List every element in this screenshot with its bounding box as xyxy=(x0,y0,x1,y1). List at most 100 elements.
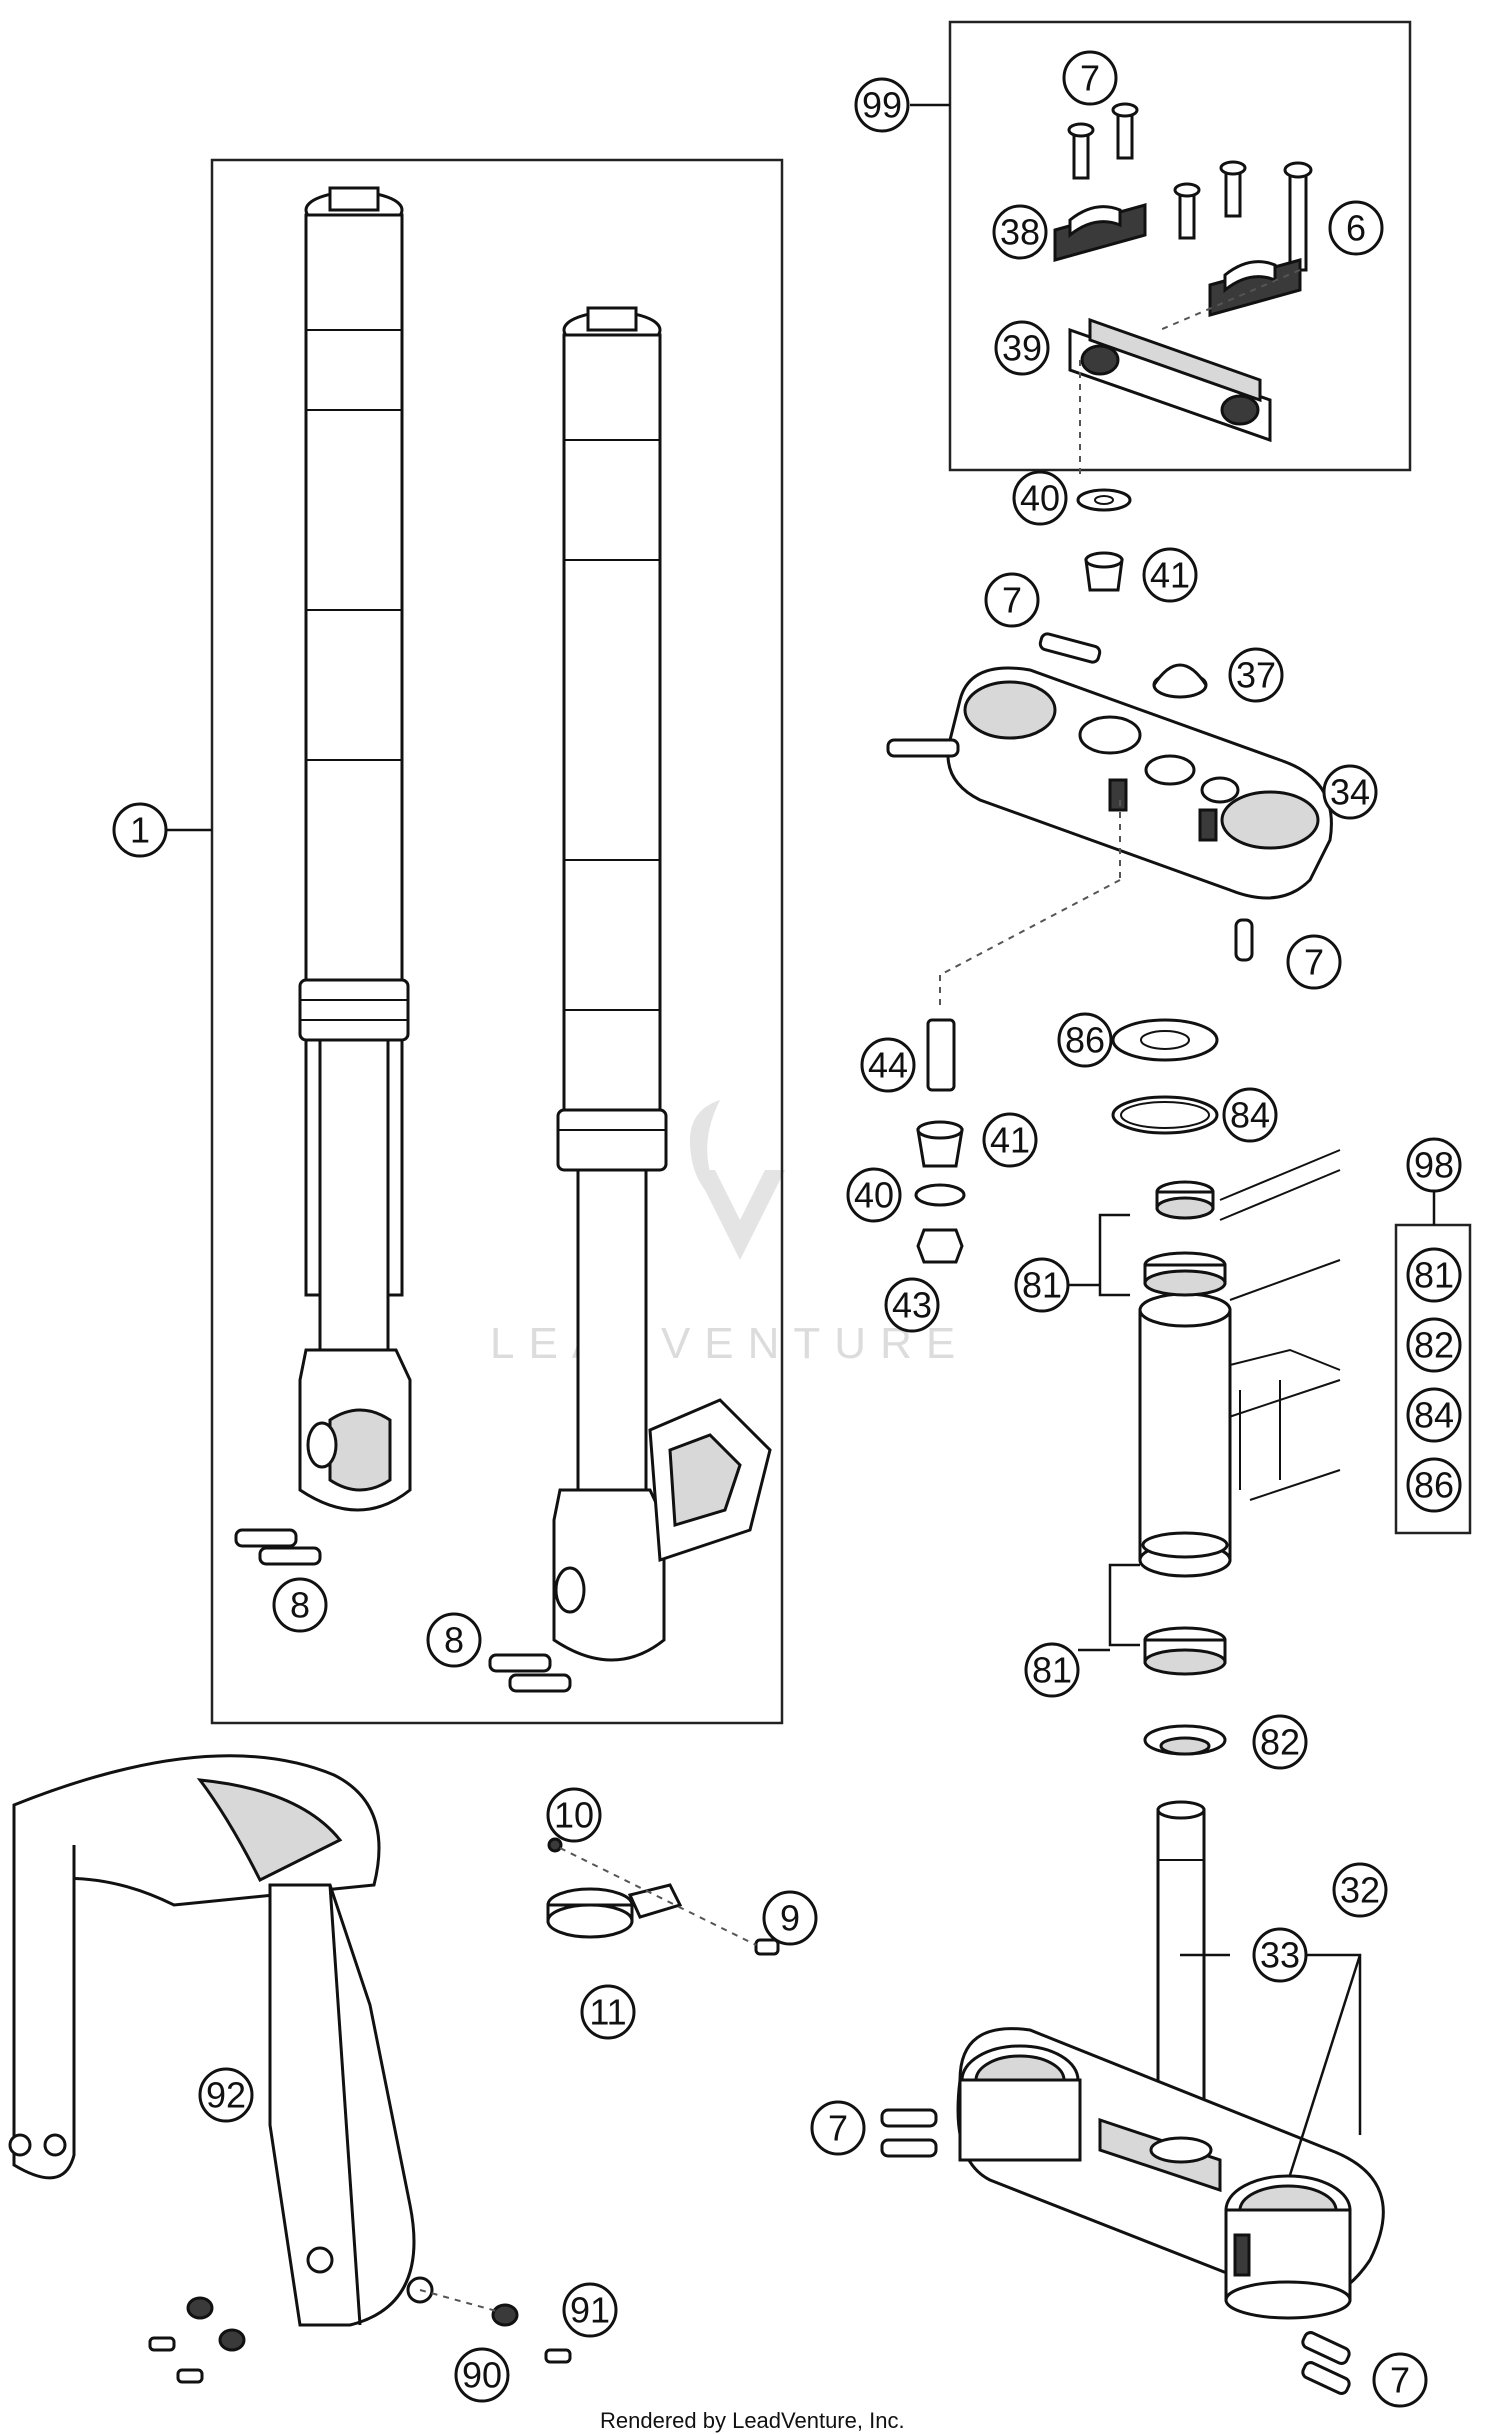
svg-text:81: 81 xyxy=(1032,1650,1072,1691)
clamp-bolt-7-upper xyxy=(1038,632,1102,664)
svg-text:7: 7 xyxy=(1080,58,1100,99)
callout-38: 38 xyxy=(992,204,1048,260)
watermark-text: LEADVENTURE xyxy=(490,1319,969,1368)
callout-6: 6 xyxy=(1328,200,1384,256)
cap-37 xyxy=(1152,663,1208,699)
callout-86a: 86 xyxy=(1057,1012,1113,1068)
clamp-bolts-7 xyxy=(1067,102,1247,240)
nut-43 xyxy=(916,1228,964,1264)
bolts-8-left xyxy=(234,1528,322,1566)
svg-text:41: 41 xyxy=(1150,555,1190,596)
callout-99: 99 xyxy=(854,77,910,133)
svg-text:41: 41 xyxy=(990,1120,1030,1161)
svg-text:91: 91 xyxy=(570,2290,610,2331)
svg-text:99: 99 xyxy=(862,85,902,126)
callout-32: 32 xyxy=(1332,1862,1388,1918)
o-ring-84 xyxy=(1111,1095,1219,1135)
svg-text:9: 9 xyxy=(780,1898,800,1939)
callout-90: 90 xyxy=(454,2347,510,2403)
clamp-top-right xyxy=(1208,258,1302,317)
nut-10 xyxy=(547,1837,563,1853)
svg-text:82: 82 xyxy=(1260,1722,1300,1763)
svg-text:32: 32 xyxy=(1340,1870,1380,1911)
svg-text:6: 6 xyxy=(1346,208,1366,249)
callout-7e: 7 xyxy=(1372,2352,1428,2408)
callout-43: 43 xyxy=(884,1277,940,1333)
callout-86b: 86 xyxy=(1406,1457,1462,1513)
handlebar-clamp-kit-frame xyxy=(948,20,1412,472)
callout-11: 11 xyxy=(580,1984,636,2040)
svg-text:39: 39 xyxy=(1002,328,1042,369)
svg-text:82: 82 xyxy=(1414,1325,1454,1366)
bolts-7-lower-clamp-left xyxy=(880,2108,938,2158)
bolts-8-right xyxy=(488,1653,572,1693)
svg-text:86: 86 xyxy=(1414,1465,1454,1506)
lower-triple-clamp-32 xyxy=(956,2027,1385,2320)
svg-text:7: 7 xyxy=(1390,2360,1410,2401)
svg-text:7: 7 xyxy=(1002,580,1022,621)
callout-8a: 8 xyxy=(272,1577,328,1633)
callout-7c: 7 xyxy=(1286,934,1342,990)
dust-seal-86 xyxy=(1111,1018,1219,1062)
svg-text:90: 90 xyxy=(462,2355,502,2396)
washer-40-upper xyxy=(1076,488,1132,512)
callout-10: 10 xyxy=(546,1787,602,1843)
bearing-81-lower xyxy=(1141,1531,1229,1676)
callout-8b: 8 xyxy=(426,1612,482,1668)
watermark: LEADVENTURE xyxy=(490,1100,969,1368)
svg-text:33: 33 xyxy=(1260,1935,1300,1976)
callout-98: 98 xyxy=(1406,1137,1462,1193)
svg-text:44: 44 xyxy=(868,1045,908,1086)
callout-41b: 41 xyxy=(982,1112,1038,1168)
svg-text:38: 38 xyxy=(1000,212,1040,253)
clamp-base-39 xyxy=(1068,317,1272,443)
fork-assembly-frame xyxy=(210,158,784,1725)
callout-82a: 82 xyxy=(1406,1317,1462,1373)
callout-33: 33 xyxy=(1252,1927,1308,1983)
brake-line-clamp-11 xyxy=(546,1883,683,1939)
callout-92: 92 xyxy=(198,2067,254,2123)
seal-82 xyxy=(1143,1724,1227,1756)
callout-7d: 7 xyxy=(810,2100,866,2156)
spacer-44 xyxy=(926,1018,956,1092)
svg-text:40: 40 xyxy=(1020,478,1060,519)
pinch-bolt xyxy=(886,738,960,758)
svg-text:8: 8 xyxy=(444,1620,464,1661)
callout-37: 37 xyxy=(1228,647,1284,703)
callout-84a: 84 xyxy=(1222,1087,1278,1143)
callout-84b: 84 xyxy=(1406,1387,1462,1443)
callout-40a: 40 xyxy=(1012,470,1068,526)
bolt-7-lower-clamp xyxy=(1234,918,1254,962)
svg-text:98: 98 xyxy=(1414,1145,1454,1186)
fender-screws-90 xyxy=(148,2296,572,2384)
bearing-81-upper xyxy=(1143,1180,1227,1297)
svg-text:40: 40 xyxy=(854,1175,894,1216)
clamp-top-38 xyxy=(1053,203,1147,262)
svg-text:84: 84 xyxy=(1230,1095,1270,1136)
render-credit: Rendered by LeadVenture, Inc. xyxy=(600,2408,905,2433)
svg-text:43: 43 xyxy=(892,1285,932,1326)
long-bolt-6 xyxy=(1283,161,1313,272)
svg-text:81: 81 xyxy=(1022,1265,1062,1306)
callout-81c: 81 xyxy=(1024,1642,1080,1698)
callout-81b: 81 xyxy=(1406,1247,1462,1303)
svg-text:34: 34 xyxy=(1330,772,1370,813)
svg-text:81: 81 xyxy=(1414,1255,1454,1296)
frame-steering-head xyxy=(1138,1149,1341,1578)
callout-7a: 7 xyxy=(1062,50,1118,106)
fork-leg-right xyxy=(552,306,772,1662)
svg-text:1: 1 xyxy=(130,810,150,851)
svg-text:84: 84 xyxy=(1414,1395,1454,1436)
svg-text:86: 86 xyxy=(1065,1020,1105,1061)
callout-39: 39 xyxy=(994,320,1050,376)
callout-91: 91 xyxy=(562,2282,618,2338)
svg-text:8: 8 xyxy=(290,1585,310,1626)
callout-40b: 40 xyxy=(846,1167,902,1223)
callout-9: 9 xyxy=(762,1890,818,1946)
svg-text:37: 37 xyxy=(1236,655,1276,696)
svg-text:7: 7 xyxy=(1304,942,1324,983)
callout-34: 34 xyxy=(1322,764,1378,820)
svg-text:92: 92 xyxy=(206,2075,246,2116)
callout-1: 1 xyxy=(112,802,168,858)
